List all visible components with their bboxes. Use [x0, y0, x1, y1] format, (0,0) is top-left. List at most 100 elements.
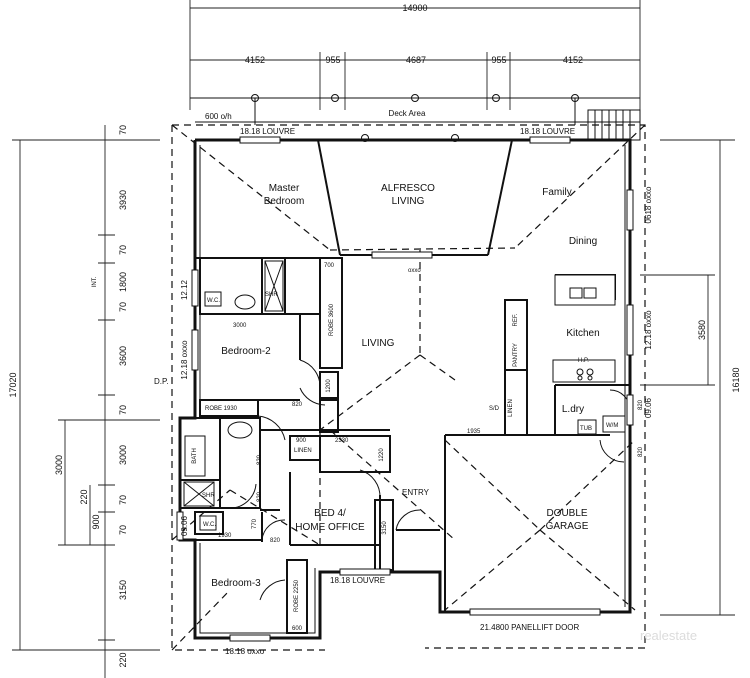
- hp-label: H.P.: [578, 358, 589, 364]
- master-bedroom-label-1: Master: [269, 183, 300, 194]
- robe-1220-label: 1220: [379, 448, 385, 462]
- ref-label: REF.: [513, 313, 519, 326]
- fixtures: [183, 260, 626, 531]
- door-820-d: 820: [270, 538, 281, 544]
- deck-label: Deck Area: [389, 109, 426, 118]
- linen2-label: LINEN: [294, 448, 312, 454]
- left-dimensions: 17020 70 3930 70 1800 INT. 70 3600 70 30…: [8, 125, 160, 678]
- wm-label: W/M: [606, 423, 618, 429]
- r-1200-label: 1200: [326, 379, 332, 393]
- laundry-label: L.dry: [562, 404, 584, 415]
- bed4-label-2: HOME OFFICE: [295, 522, 365, 533]
- dp-label: D.P.: [154, 377, 169, 386]
- windows: [176, 136, 634, 642]
- garage-label-2: GARAGE: [546, 521, 589, 532]
- top-dimensions: 14900 4152 955 4687 955 4152: [189, 0, 641, 110]
- r-3600-label: ROBE 3600: [329, 303, 335, 336]
- robe-3000-label: 3000: [233, 323, 247, 329]
- top-segment-3: 4687: [406, 55, 426, 65]
- dining-label: Dining: [569, 236, 597, 247]
- door-770: 770: [252, 518, 258, 529]
- w-0906-right-label: 09.06: [644, 397, 653, 418]
- m-1930-label: 1930: [218, 533, 232, 539]
- master-bedroom-label-2: Bedroom: [264, 196, 305, 207]
- overall-left-label: 17020: [8, 372, 18, 397]
- left-seg-8: 3000: [118, 445, 128, 465]
- left-seg-9: 70: [118, 495, 128, 505]
- m-1935-label: 1935: [467, 429, 481, 435]
- annotations: 18.18 LOUVRE 18.18 LOUVRE 18.18 LOUVRE 1…: [154, 127, 697, 656]
- panellift-label: 21.4800 PANELLIFT DOOR: [480, 623, 580, 632]
- robe-1930-label: ROBE 1930: [205, 406, 238, 412]
- alfresco-label-2: LIVING: [392, 196, 425, 207]
- louvre-bottom-label: 18.18 LOUVRE: [330, 576, 385, 585]
- left-seg-3: 70: [118, 245, 128, 255]
- left-int-label: INT.: [92, 276, 98, 287]
- louvre-left-label: 18.18 LOUVRE: [240, 127, 295, 136]
- left-inner-1: 3000: [54, 455, 64, 475]
- m-900-label: 900: [296, 438, 307, 444]
- roof-lines: [171, 124, 646, 651]
- door-820-c: 820: [257, 491, 263, 502]
- overhang-label: 600 o/h: [205, 112, 232, 121]
- alfresco-label-1: ALFRESCO: [381, 183, 435, 194]
- door-swings: [229, 359, 631, 601]
- left-seg-6: 3600: [118, 346, 128, 366]
- oxxo-bottom-label: 18.18 oxxo: [225, 647, 265, 656]
- door-820-f: 820: [638, 446, 644, 457]
- bedroom-3-label: Bedroom-3: [211, 578, 261, 589]
- top-segment-2: 955: [325, 55, 340, 65]
- living-label: LIVING: [362, 338, 395, 349]
- shr2-label: SHR: [202, 493, 215, 499]
- bedroom-2-label: Bedroom-2: [221, 346, 271, 357]
- right-dimensions: 16180 3580: [640, 139, 741, 616]
- wc2-label: W.C.: [203, 522, 216, 528]
- oxxo-living-label: oxxo: [408, 268, 421, 274]
- left-seg-7: 70: [118, 405, 128, 415]
- room-labels: Master Bedroom ALFRESCO LIVING Family Di…: [211, 183, 599, 589]
- deck-area: Deck Area 600 o/h: [190, 94, 641, 142]
- w-1212-label: 12.12: [180, 279, 189, 300]
- left-seg-10: 70: [118, 525, 128, 535]
- w-0906-left-label: 09.06: [180, 515, 189, 536]
- interior-walls: [179, 139, 630, 634]
- door-820-e: 820: [638, 399, 644, 410]
- right-inner-label: 3580: [697, 320, 707, 340]
- pantry-label: PANTRY: [513, 343, 519, 367]
- top-segment-5: 4152: [563, 55, 583, 65]
- shr-label: SHR: [265, 292, 278, 298]
- left-seg-5: 70: [118, 302, 128, 312]
- family-label: Family: [542, 187, 571, 198]
- left-seg-12: 220: [118, 652, 128, 667]
- wc-label: W.C.: [207, 298, 220, 304]
- overall-width-label: 14900: [402, 3, 427, 13]
- left-seg-4: 1800: [118, 272, 128, 292]
- top-segment-1: 4152: [245, 55, 265, 65]
- left-seg-11: 3150: [118, 580, 128, 600]
- w-1218-right-label: 12.18 oxxo: [644, 310, 653, 350]
- linen-label: LINEN: [508, 399, 514, 417]
- w-1218-left-label: 12.18 oxxo: [180, 340, 189, 380]
- garage-label-1: DOUBLE: [546, 508, 587, 519]
- louvre-right-label: 18.18 LOUVRE: [520, 127, 575, 136]
- overall-right-label: 16180: [731, 367, 741, 392]
- door-820-a: 820: [292, 402, 303, 408]
- m-600-label: 600: [292, 626, 303, 632]
- top-segment-4: 955: [491, 55, 506, 65]
- door-820-b: 820: [257, 454, 263, 465]
- sd-label: S/D: [489, 406, 500, 412]
- left-inner-2: 220: [79, 489, 89, 504]
- kitchen-label: Kitchen: [566, 328, 599, 339]
- entry-label: ENTRY: [402, 488, 430, 497]
- robe-2250-label: ROBE 2250: [294, 579, 300, 612]
- tub-label: TUB: [580, 426, 592, 432]
- left-inner-3: 900: [91, 514, 101, 529]
- w-0618-label: 0618 oxxo: [644, 186, 653, 223]
- robe-3150-label: 3150: [382, 521, 388, 535]
- external-walls: [178, 138, 632, 640]
- left-seg-2: 3930: [118, 190, 128, 210]
- r-700-label: 700: [324, 263, 335, 269]
- left-seg-1: 70: [118, 125, 128, 135]
- watermark: realestate: [640, 628, 697, 643]
